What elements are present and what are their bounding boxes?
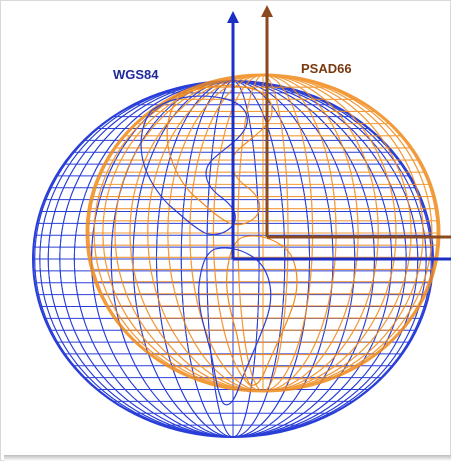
psad56-graticule [87, 75, 439, 391]
arrow-up-icon [227, 11, 239, 23]
longitude-line [88, 75, 438, 391]
longitude-line [147, 75, 379, 391]
longitude-line [189, 75, 337, 391]
arrow-up-icon [261, 5, 273, 17]
frame-shadow [4, 455, 451, 461]
longitude-line [212, 75, 314, 391]
longitude-line [93, 75, 433, 391]
longitude-line [237, 75, 289, 391]
psad56-label: PSAD66 [301, 61, 352, 76]
longitude-line [167, 75, 359, 391]
longitude-line [102, 75, 424, 391]
wgs84-label: WGS84 [113, 67, 159, 82]
wgs84-axes [227, 11, 451, 261]
psad56-ellipsoid [85, 73, 441, 393]
psad56-axes [261, 5, 451, 239]
longitude-line [129, 75, 397, 391]
south-america-outline-wgs [198, 247, 272, 406]
longitude-line [114, 75, 412, 391]
